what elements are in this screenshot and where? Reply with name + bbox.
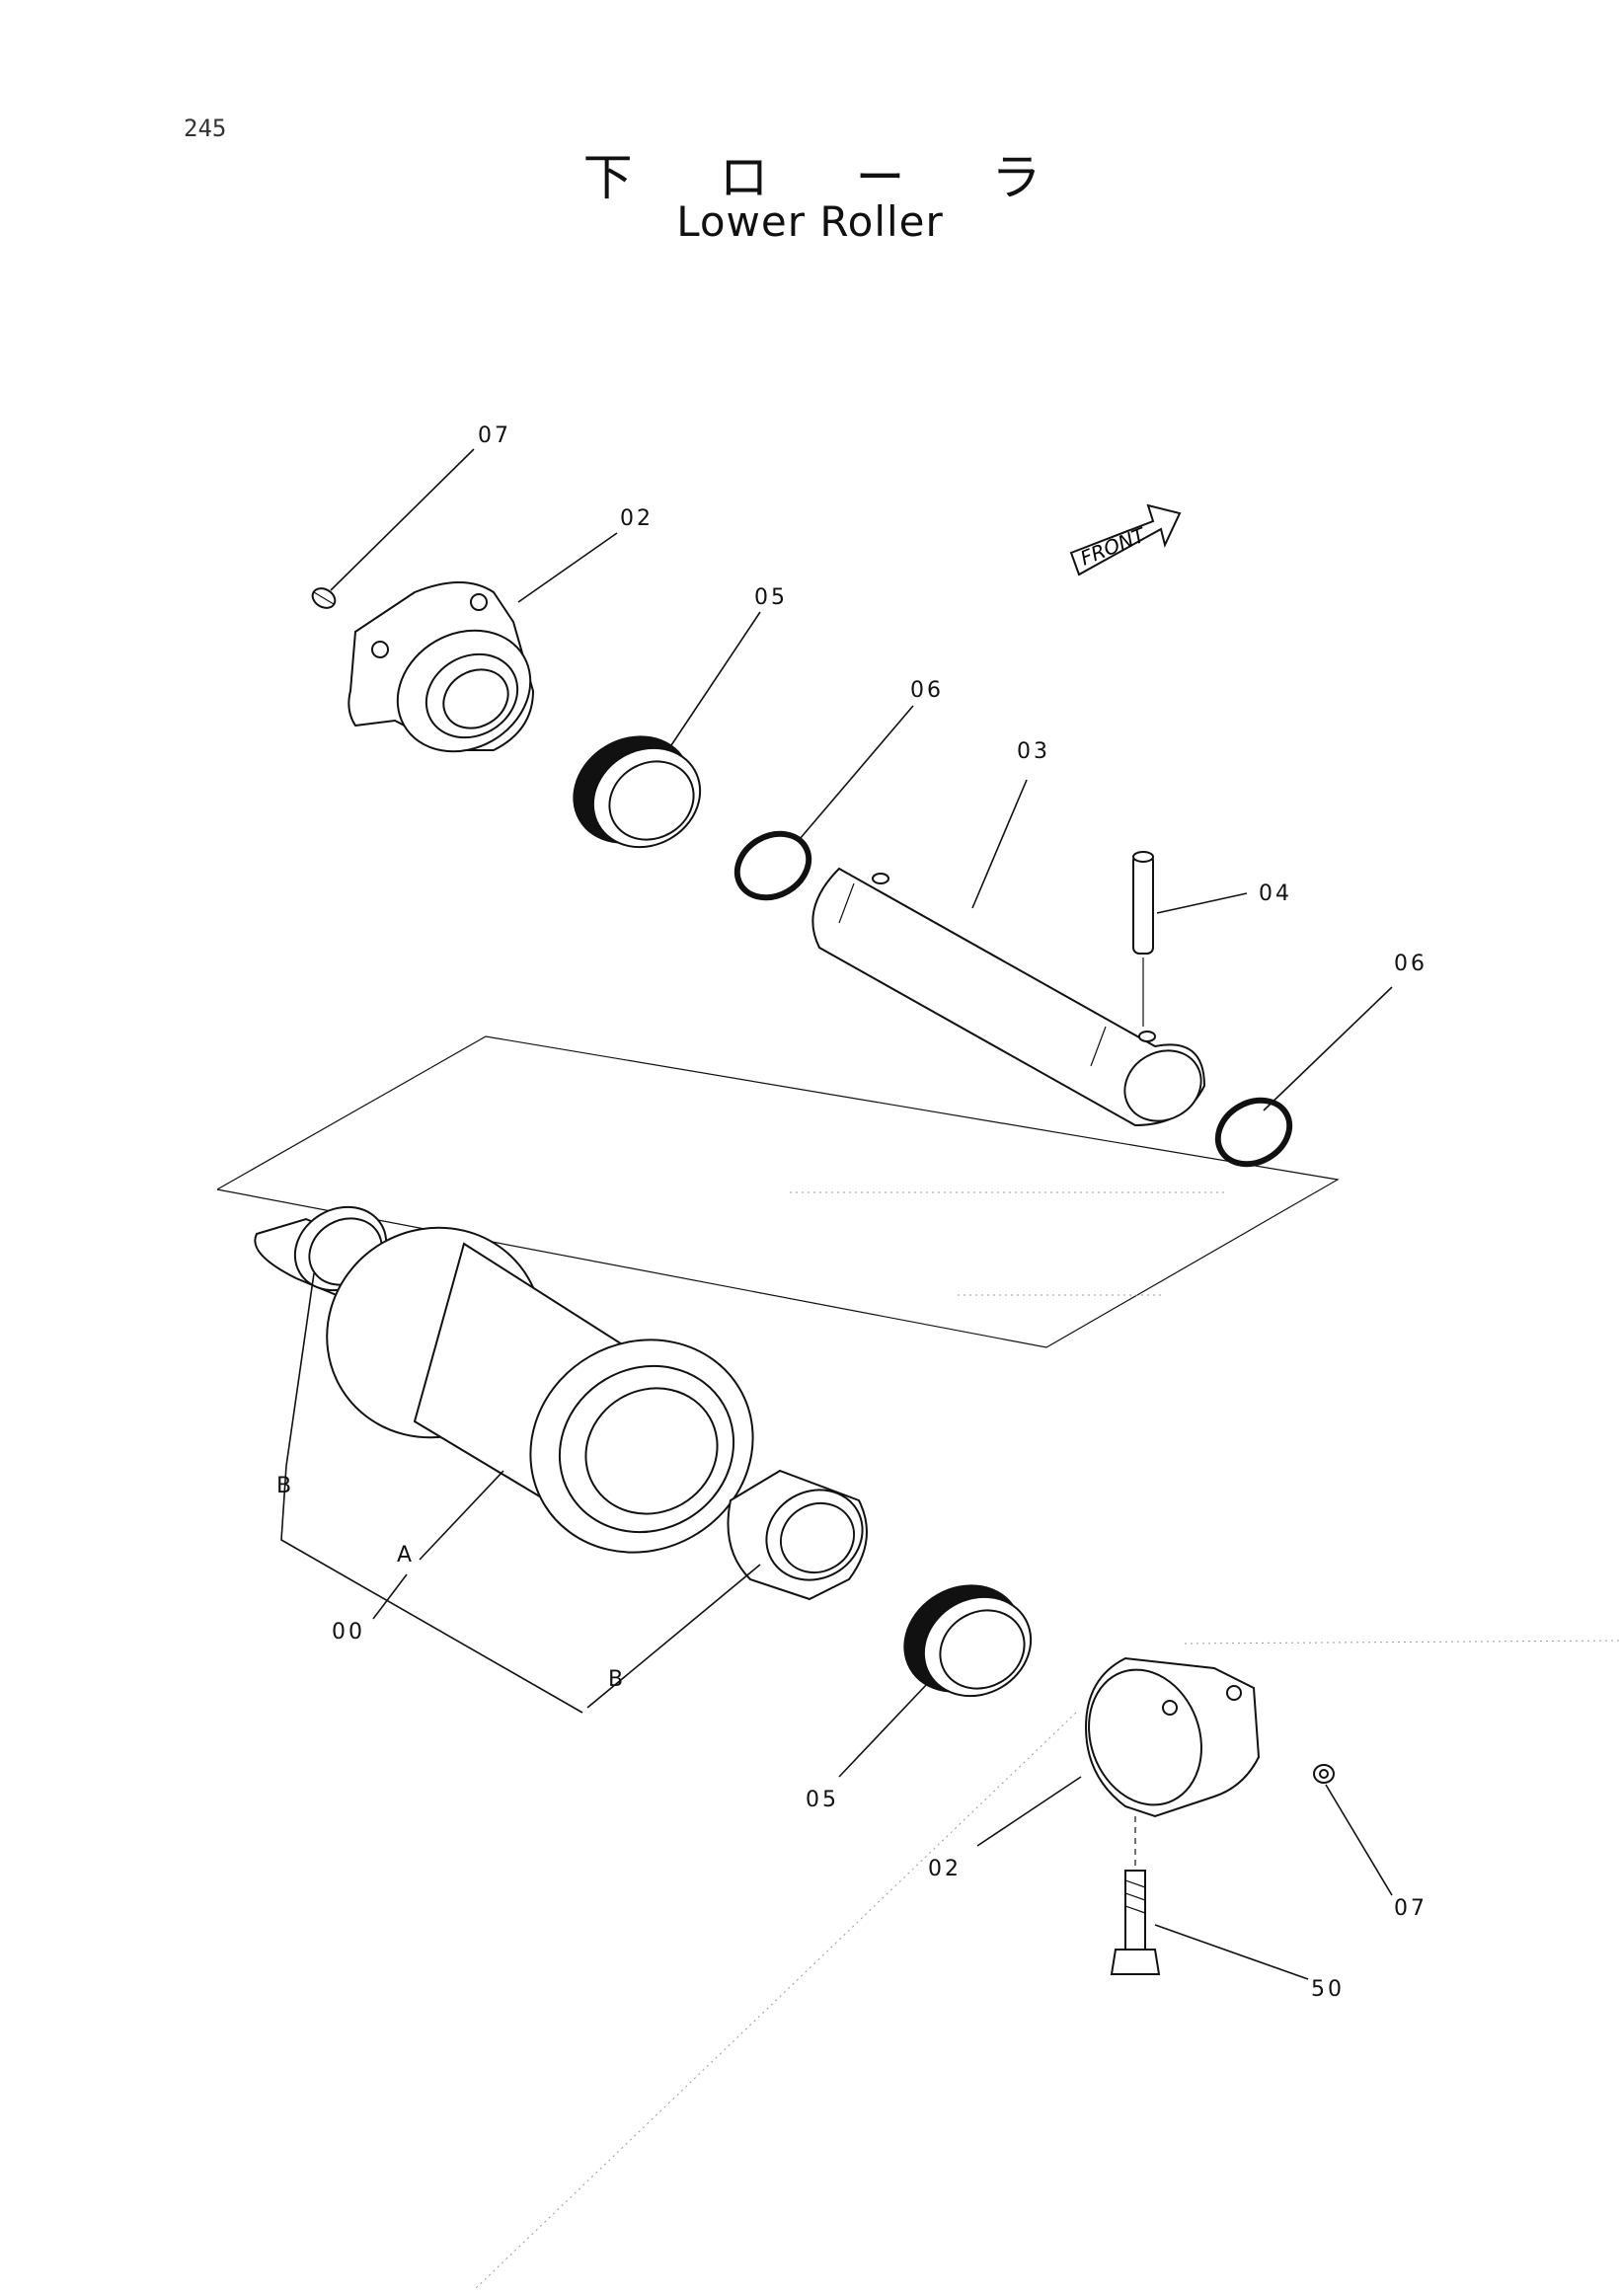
- label-o-ring-right: 06: [1394, 952, 1427, 976]
- bushing-right-icon: [727, 1469, 868, 1601]
- label-o-ring-left: 06: [910, 678, 944, 703]
- collar-bottom-icon: [1084, 1656, 1261, 1818]
- plug-bottom-icon: [1313, 1764, 1335, 1784]
- o-ring-left-icon: [733, 830, 812, 901]
- label-collar-bottom: 02: [928, 1857, 962, 1881]
- label-bolt: 50: [1311, 1977, 1345, 2002]
- front-tag-label: FRONT: [1077, 522, 1150, 571]
- pin-icon: [1132, 851, 1154, 1027]
- label-roller: A: [397, 1543, 415, 1568]
- part-labels: 07 02 05 06 03 04 06 B A 00 B 05 02 07 5…: [276, 423, 1427, 2002]
- front-arrow-icon: FRONT: [1069, 503, 1182, 576]
- title-japanese: 下 ロ ー ラ: [582, 149, 1077, 206]
- label-bushing-right: B: [608, 1667, 626, 1692]
- label-pin: 04: [1259, 881, 1292, 906]
- plug-top-icon: [311, 587, 337, 609]
- page-number: 245: [184, 115, 227, 142]
- shaft-icon: [811, 867, 1206, 1127]
- title-english: Lower Roller: [676, 197, 944, 246]
- label-plug-top: 07: [478, 423, 511, 448]
- label-collar-top: 02: [620, 506, 654, 531]
- floating-seal-bottom-icon: [903, 1584, 1033, 1698]
- label-floating-seal-bottom: 05: [806, 1788, 839, 1812]
- label-floating-seal-top: 05: [754, 585, 788, 610]
- label-shaft: 03: [1017, 739, 1050, 764]
- collar-top-icon: [347, 581, 535, 753]
- floating-seal-top-icon: [573, 735, 702, 849]
- reference-lines: [473, 1640, 1620, 2291]
- assembly-outline: [216, 1035, 1340, 1348]
- label-assembly: 00: [332, 1620, 365, 1645]
- leader-lines: [280, 448, 1393, 1980]
- o-ring-right-icon: [1214, 1097, 1293, 1168]
- roller-icon: [326, 1226, 754, 1554]
- label-bushing-left: B: [276, 1474, 294, 1498]
- label-plug-bottom: 07: [1394, 1896, 1427, 1921]
- bolt-icon: [1110, 1816, 1161, 1975]
